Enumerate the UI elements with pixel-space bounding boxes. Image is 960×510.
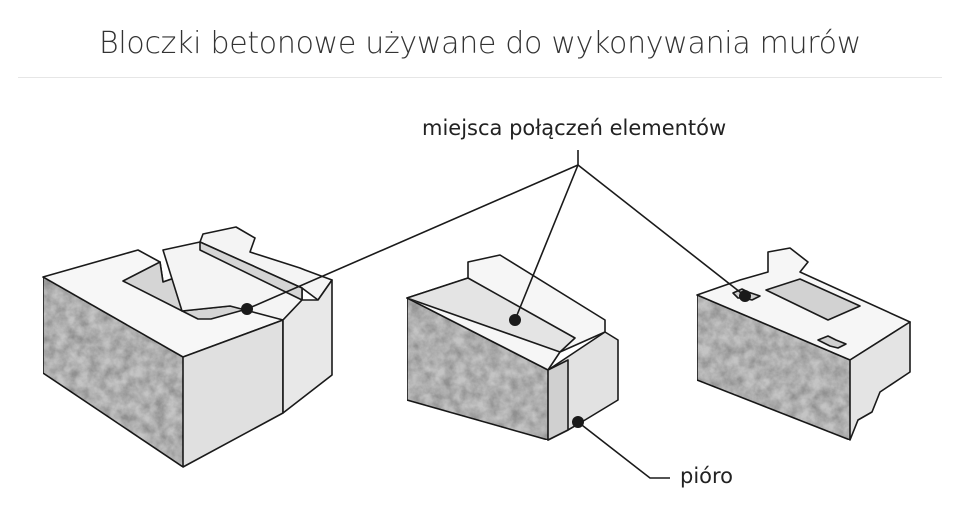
hollow-block [696,247,911,441]
joint-marker-2 [509,314,521,326]
tongue-block [406,254,619,441]
leader-line-block3 [577,164,746,297]
leader-line-tongue [577,421,670,479]
joint-marker-3 [739,290,751,302]
corner-block [42,226,333,468]
leader-lines [246,150,746,479]
joint-marker-1 [241,303,253,315]
leader-line-block2 [514,164,579,321]
joints-label: miejsca połączeń elementów [422,116,727,140]
tongue-marker [572,416,584,428]
leader-line-block1 [246,164,579,310]
diagram-title: Bloczki betonowe używane do wykonywania … [99,26,861,61]
tongue-label: pióro [680,464,734,488]
title-divider [18,77,942,78]
